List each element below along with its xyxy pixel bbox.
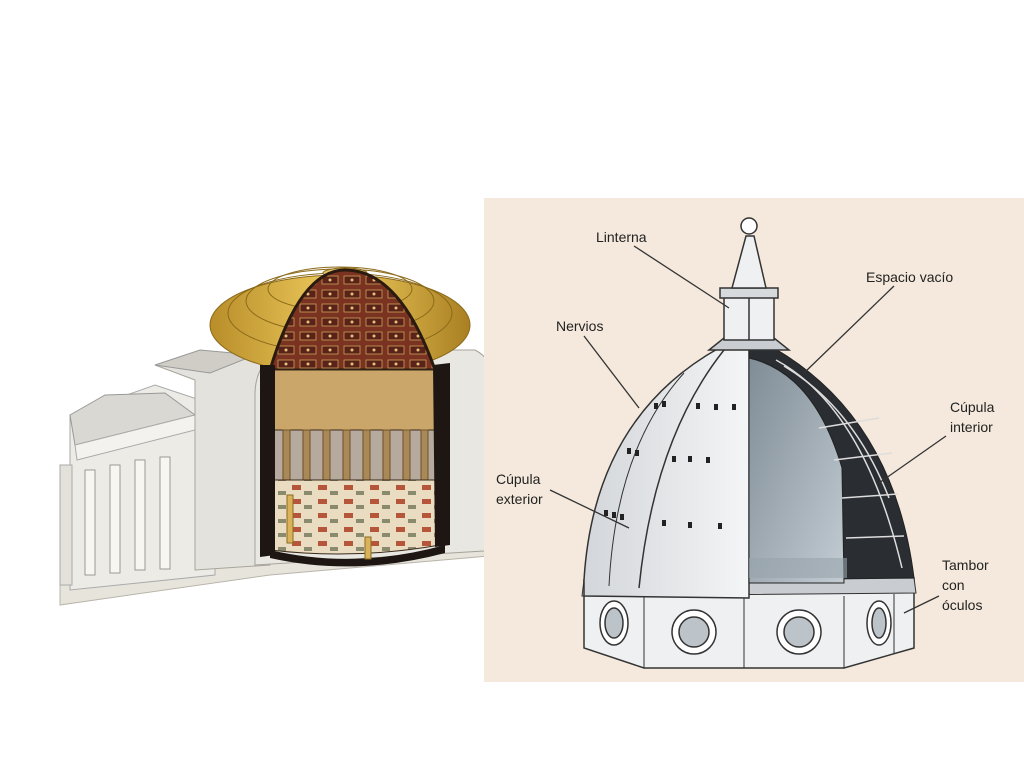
label-tambor-3: óculos [942, 597, 982, 613]
leader-espacio-vacio [803, 285, 895, 374]
coffered-dome-interior [267, 268, 438, 372]
label-cupula-exterior-1: Cúpula [496, 471, 541, 487]
cut-wall-left [260, 365, 275, 557]
leader-nervios [583, 335, 640, 409]
label-espacio-vacio: Espacio vacío [866, 269, 953, 285]
leader-cupula-exterior [549, 489, 630, 529]
pantheon-cutaway-illustration [59, 266, 501, 606]
rib [638, 349, 725, 589]
inner-ribs [775, 359, 905, 569]
leader-linterna [633, 245, 730, 309]
leader-cupula-interior [878, 435, 947, 484]
rib [608, 372, 685, 587]
oculus [599, 600, 892, 655]
label-cupula-interior-1: Cúpula [950, 399, 995, 415]
label-linterna: Linterna [596, 229, 647, 245]
dome-diagram: Linterna Espacio vacío Nervios Cúpula in… [484, 198, 1024, 682]
portico [59, 384, 216, 591]
label-cupula-interior-2: interior [950, 419, 993, 435]
leader-tambor [903, 595, 940, 614]
label-nervios: Nervios [556, 318, 603, 334]
cut-wall-right [433, 363, 450, 547]
label-tambor-2: con [942, 577, 965, 593]
shell-windows [604, 401, 736, 529]
label-cupula-exterior-2: exterior [496, 491, 543, 507]
lantern [706, 217, 792, 351]
marble-floor [269, 479, 441, 555]
label-tambor-1: Tambor [942, 557, 989, 573]
interior-drum [272, 369, 436, 431]
inner-dome [748, 357, 845, 584]
